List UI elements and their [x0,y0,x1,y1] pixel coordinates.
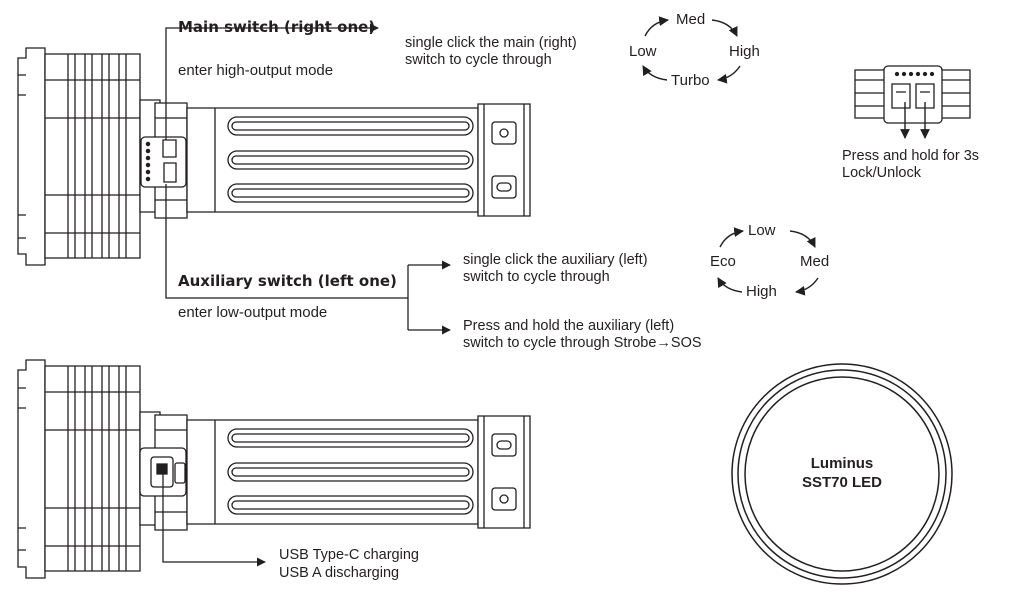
aux-click-desc-2: switch to cycle through [463,269,610,285]
cycle-label-high: High [729,43,760,60]
head-bezel [17,47,46,266]
main-click-desc-2: switch to cycle through [405,52,552,68]
aux-hold-desc-1: Press and hold the auxiliary (left) [463,318,675,334]
cycle-label-med: Med [676,11,706,28]
flashlight-top [17,47,531,266]
leader-lines [162,23,451,567]
led-brand: Luminus [810,455,874,472]
lock-desc-1: Press and hold for 3s [842,148,980,164]
cycle-label-turbo: Turbo [671,72,710,89]
usb-discharging-label: USB A discharging [279,565,400,581]
cycle-label-med: Med [800,253,830,270]
lock-desc-2: Lock/Unlock [842,165,921,181]
tail-cap [477,415,531,529]
cycle-label-eco: Eco [710,253,736,270]
flashlight-bottom [17,359,531,579]
cycle-label-low: Low [629,43,657,60]
aux-switch-title: Auxiliary switch (left one) [178,272,397,290]
led-lens [731,363,953,585]
aux-hold-desc-2: switch to cycle through Strobe→SOS [463,335,702,351]
main-click-desc-1: single click the main (right) [405,35,577,51]
head-bezel [17,359,46,579]
usb-charging-label: USB Type-C charging [279,547,419,563]
main-switch-title: Main switch (right one) [178,18,376,36]
cycle-label-high: High [746,283,777,300]
main-switch-subtitle: enter high-output mode [178,62,334,79]
aux-click-desc-1: single click the auxiliary (left) [463,252,648,268]
cycle-label-low: Low [748,222,776,239]
led-model: SST70 LED [801,474,883,491]
aux-cycle-arrows [717,227,819,296]
switch-detail [854,65,971,124]
main-cycle-arrows [642,16,741,84]
tail-cap [477,103,531,217]
aux-switch-subtitle: enter low-output mode [178,304,328,321]
